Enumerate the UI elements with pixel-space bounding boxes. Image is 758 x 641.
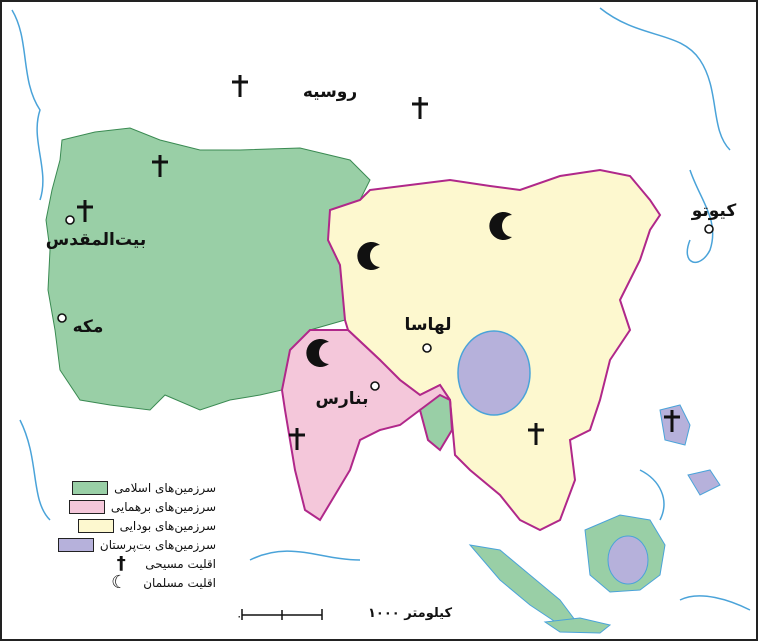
legend-swatch xyxy=(77,518,114,533)
label-benares: بنارس xyxy=(316,389,369,409)
legend-swatch xyxy=(72,480,109,495)
label-lhasa: لهاسا xyxy=(404,315,451,335)
cross-icon xyxy=(412,97,428,119)
legend-item-islamic: سرزمین‌های اسلامی xyxy=(6,478,216,497)
legend-label: سرزمین‌های بت‌پرستان xyxy=(99,537,216,552)
cross-icon: † xyxy=(116,552,126,574)
city-dot-kyoto xyxy=(704,224,714,234)
legend-label: سرزمین‌های اسلامی xyxy=(114,480,216,495)
pagan-lands-borneo xyxy=(607,535,649,585)
city-markers xyxy=(57,215,714,391)
city-dot-mecca xyxy=(57,313,67,323)
crescent-icon xyxy=(306,339,329,368)
muslim-minority-markers xyxy=(306,211,512,368)
cross-icon xyxy=(152,155,168,177)
hindu-lands-region xyxy=(280,329,454,522)
coastlines xyxy=(11,7,751,611)
scale-bar xyxy=(241,609,323,620)
islamic-patch-east xyxy=(418,393,454,452)
label-russia: روسیه xyxy=(303,82,357,102)
legend-label: اقلیت مسیحی xyxy=(145,556,216,571)
scale-zero: ۰ xyxy=(236,609,242,623)
legend-swatch xyxy=(57,537,94,552)
legend-swatch xyxy=(68,499,105,514)
islamic-island-java xyxy=(543,617,612,634)
legend-item-muslim: ☾ اقلیت مسلمان xyxy=(6,573,216,592)
cross-icon xyxy=(77,200,93,222)
pagan-lands-philippines xyxy=(659,404,691,446)
legend-label: سرزمین‌های بودایی xyxy=(119,518,216,533)
scale-label: کیلومتر ۱۰۰۰ xyxy=(368,606,453,621)
city-dot-benares xyxy=(370,381,380,391)
legend-item-buddhist: سرزمین‌های بودایی xyxy=(6,516,216,535)
crescent-icon xyxy=(357,241,380,271)
label-mecca: مکه xyxy=(73,317,104,337)
crescent-icon: ☾ xyxy=(111,571,128,593)
cross-icon xyxy=(289,428,305,450)
cross-icon xyxy=(664,410,680,432)
legend-item-hindu: سرزمین‌های برهمایی xyxy=(6,497,216,516)
crescent-icon xyxy=(489,211,512,240)
city-dot-jerusalem xyxy=(65,215,75,225)
legend-label: سرزمین‌های برهمایی xyxy=(110,499,216,514)
pagan-lands-tibet xyxy=(457,330,531,416)
legend-item-pagan: سرزمین‌های بت‌پرستان xyxy=(6,535,216,554)
legend-item-christian: † اقلیت مسیحی xyxy=(6,554,216,573)
cross-icon xyxy=(528,423,544,445)
map-legend: سرزمین‌های اسلامی سرزمین‌های برهمایی سرز… xyxy=(6,478,216,592)
label-kyoto: کیوتو xyxy=(691,201,737,221)
legend-label: اقلیت مسلمان xyxy=(143,575,216,590)
christian-minority-markers xyxy=(77,75,680,450)
city-dot-lhasa xyxy=(422,343,432,353)
label-jerusalem: بیت‌المقدس xyxy=(46,230,146,250)
pagan-lands-islands xyxy=(687,469,721,496)
cross-icon xyxy=(232,75,248,97)
